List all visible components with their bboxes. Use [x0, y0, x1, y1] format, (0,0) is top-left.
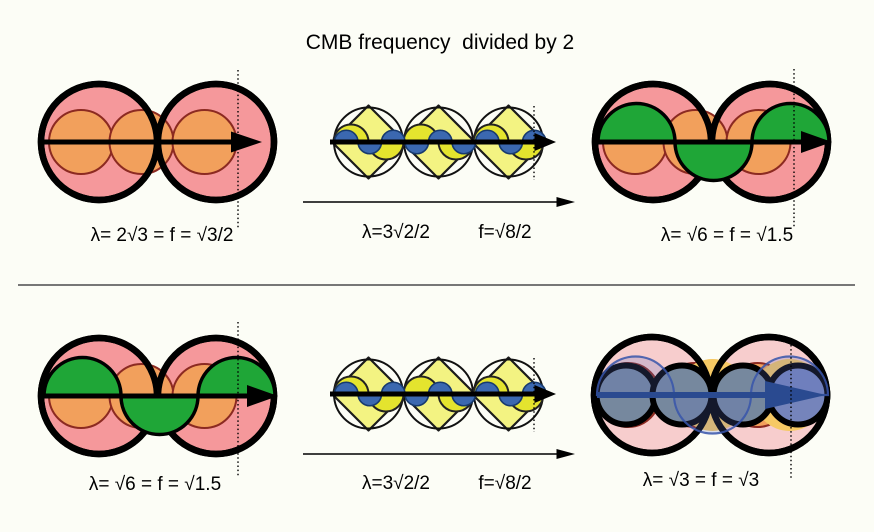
- figure-top-middle: [303, 106, 575, 208]
- page-title: CMB frequency divided by 2: [305, 31, 575, 54]
- row-divider: [18, 284, 855, 286]
- label-bottom-middle-f: f=√8/2: [478, 473, 532, 494]
- label-top-right: λ= √6 = f = √1.5: [660, 225, 794, 246]
- figure-bottom-right: [590, 333, 831, 457]
- figure-top-right: [595, 84, 832, 200]
- label-top-middle-lambda: λ=3√2/2: [361, 222, 431, 243]
- figure-bottom-left: [41, 338, 278, 454]
- label-top-left: λ= 2√3 = f = √3/2: [90, 225, 234, 246]
- label-bottom-right: λ= √3 = f = √3: [642, 470, 760, 491]
- figure-bottom-middle: [303, 358, 575, 460]
- label-top-middle-f: f=√8/2: [478, 222, 532, 243]
- label-bottom-middle-lambda: λ=3√2/2: [361, 473, 431, 494]
- label-bottom-left: λ= √6 = f = √1.5: [88, 474, 222, 495]
- figure-top-left: [41, 84, 274, 200]
